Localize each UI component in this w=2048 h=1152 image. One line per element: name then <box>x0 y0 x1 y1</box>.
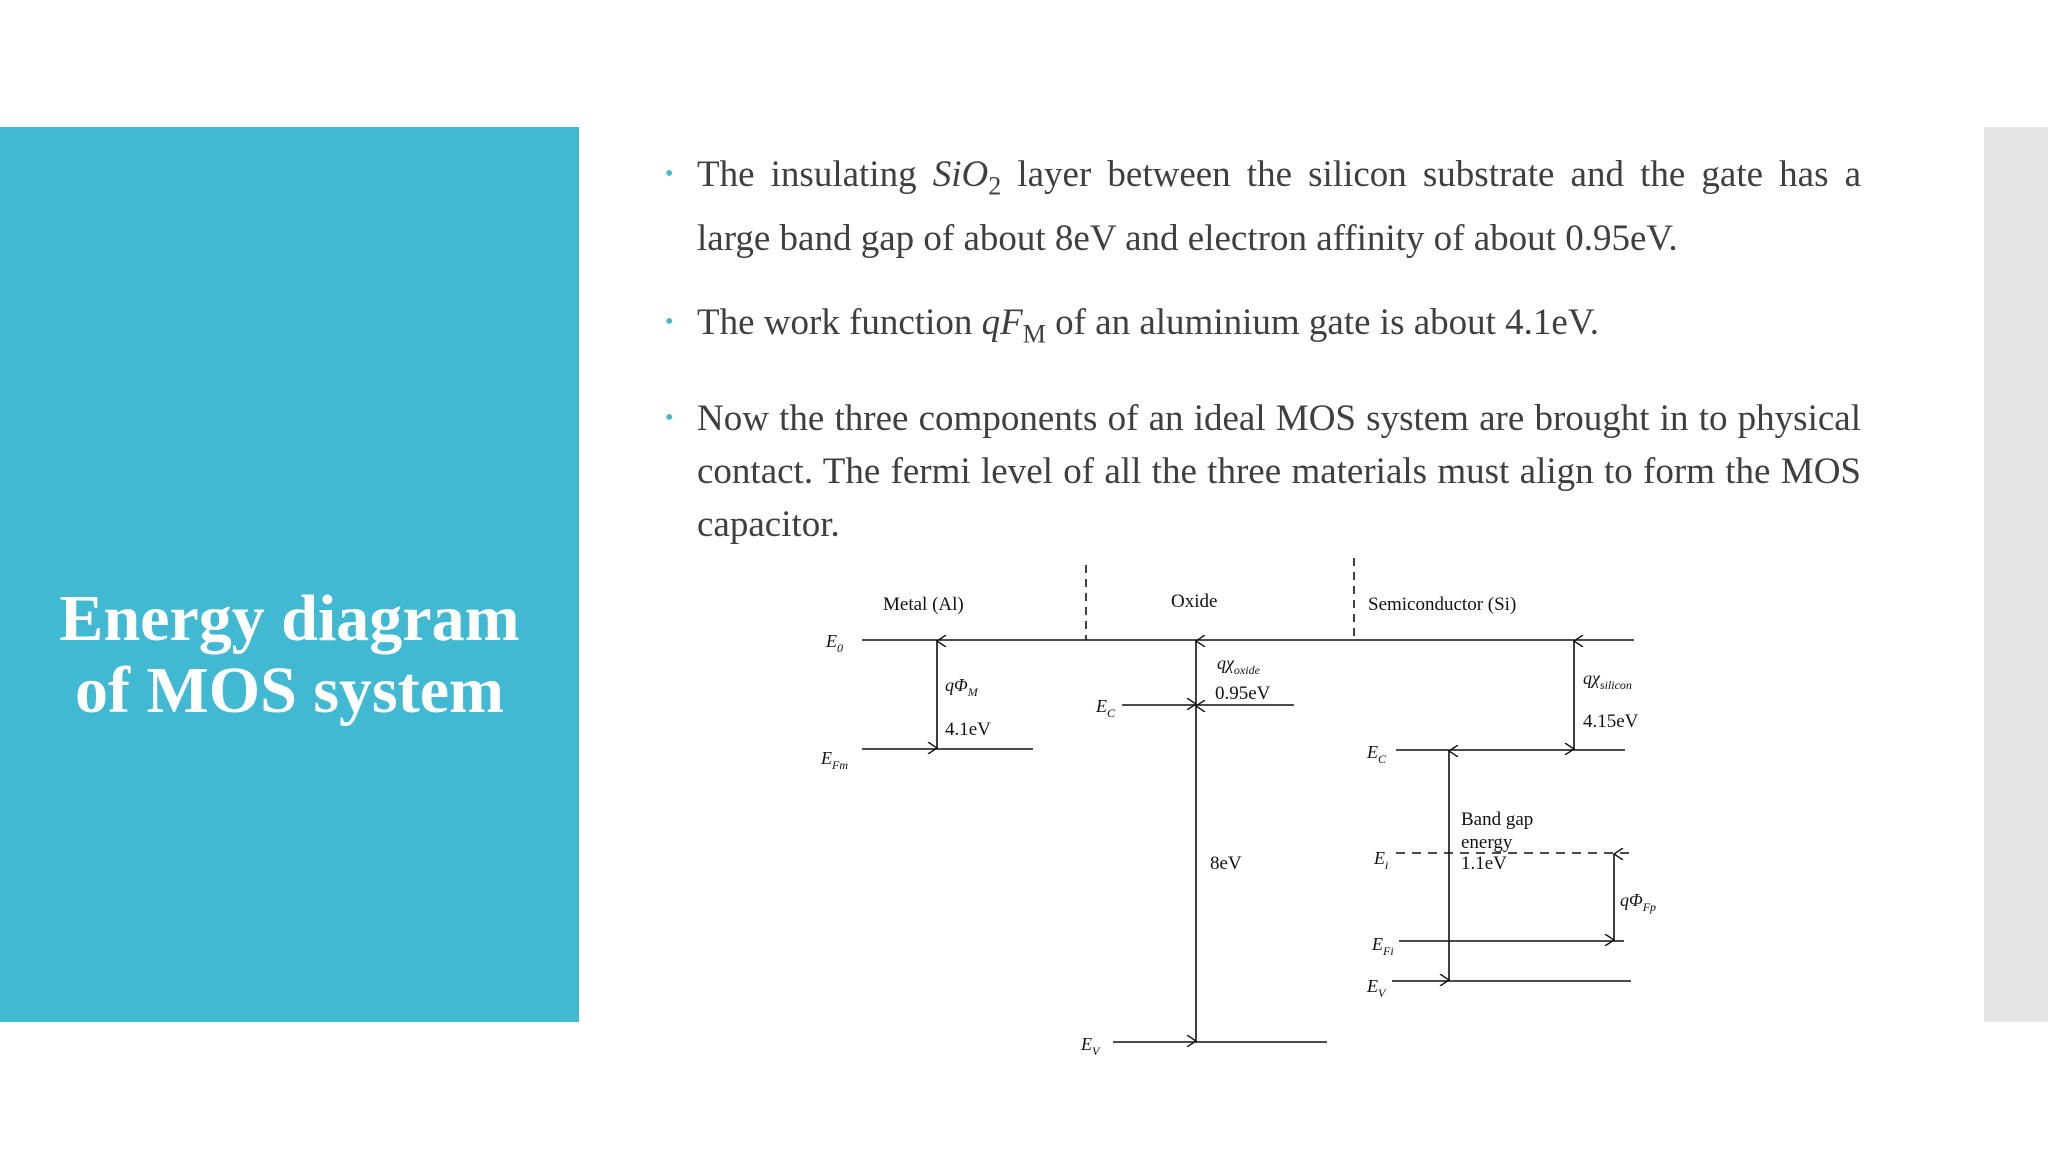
work-function-value: 4.1eV <box>945 719 991 740</box>
slide-title: Energy diagram of MOS system <box>0 583 579 727</box>
bullet-text: Now the three components of an ideal MOS… <box>697 398 1861 545</box>
metal-region-label: Metal (Al) <box>883 594 964 615</box>
math-expression: qFM <box>981 302 1046 349</box>
title-panel: Energy diagram of MOS system <box>0 127 579 1022</box>
math-expression: SiO2 <box>932 154 1002 201</box>
fermi-potential-symbol: qΦFp <box>1620 890 1656 914</box>
oxide-band-gap-value: 8eV <box>1210 853 1242 874</box>
bullet-dot-icon: • <box>665 405 674 431</box>
silicon-ec-label: EC <box>1366 742 1387 766</box>
band-gap-label-line-1: Band gap <box>1461 809 1533 830</box>
metal-fermi-level-label: EFm <box>820 748 848 772</box>
right-edge-strip <box>1984 127 2048 1022</box>
silicon-ei-label: Ei <box>1373 848 1388 872</box>
bullet-dot-icon: • <box>665 161 674 187</box>
bullet-text: The insulating SiO2 layer between the si… <box>697 154 1862 260</box>
bullet-text: The work function qFM of an aluminium ga… <box>697 302 1600 349</box>
bullet-item: • Now the three components of an ideal M… <box>665 392 1865 551</box>
oxide-ev-label: EV <box>1080 1034 1101 1058</box>
bullet-item: • The work function qFM of an aluminium … <box>665 296 1865 360</box>
bullet-dot-icon: • <box>665 309 674 335</box>
vacuum-level-label: E0 <box>825 631 843 655</box>
oxide-affinity-value: 0.95eV <box>1215 683 1271 704</box>
oxide-affinity-symbol: qχoxide <box>1217 653 1261 677</box>
energy-band-diagram: Metal (Al) Oxide Semiconductor (Si) E0 E… <box>820 558 1656 1058</box>
title-line-2: of MOS system <box>75 654 504 727</box>
silicon-affinity-symbol: qχsilicon <box>1583 668 1632 692</box>
work-function-symbol: qΦM <box>945 675 979 699</box>
oxide-ec-label: EC <box>1095 696 1116 720</box>
semiconductor-region-label: Semiconductor (Si) <box>1368 594 1516 615</box>
silicon-efi-label: EFi <box>1371 934 1394 958</box>
oxide-region-label: Oxide <box>1171 591 1217 612</box>
bullet-item: • The insulating SiO2 layer between the … <box>665 148 1865 265</box>
silicon-affinity-value: 4.15eV <box>1583 711 1639 732</box>
silicon-ev-label: EV <box>1366 976 1387 1000</box>
band-gap-label-line-2: energy <box>1461 832 1513 853</box>
title-line-1: Energy diagram <box>59 582 520 655</box>
band-gap-value: 1.1eV <box>1461 853 1507 874</box>
